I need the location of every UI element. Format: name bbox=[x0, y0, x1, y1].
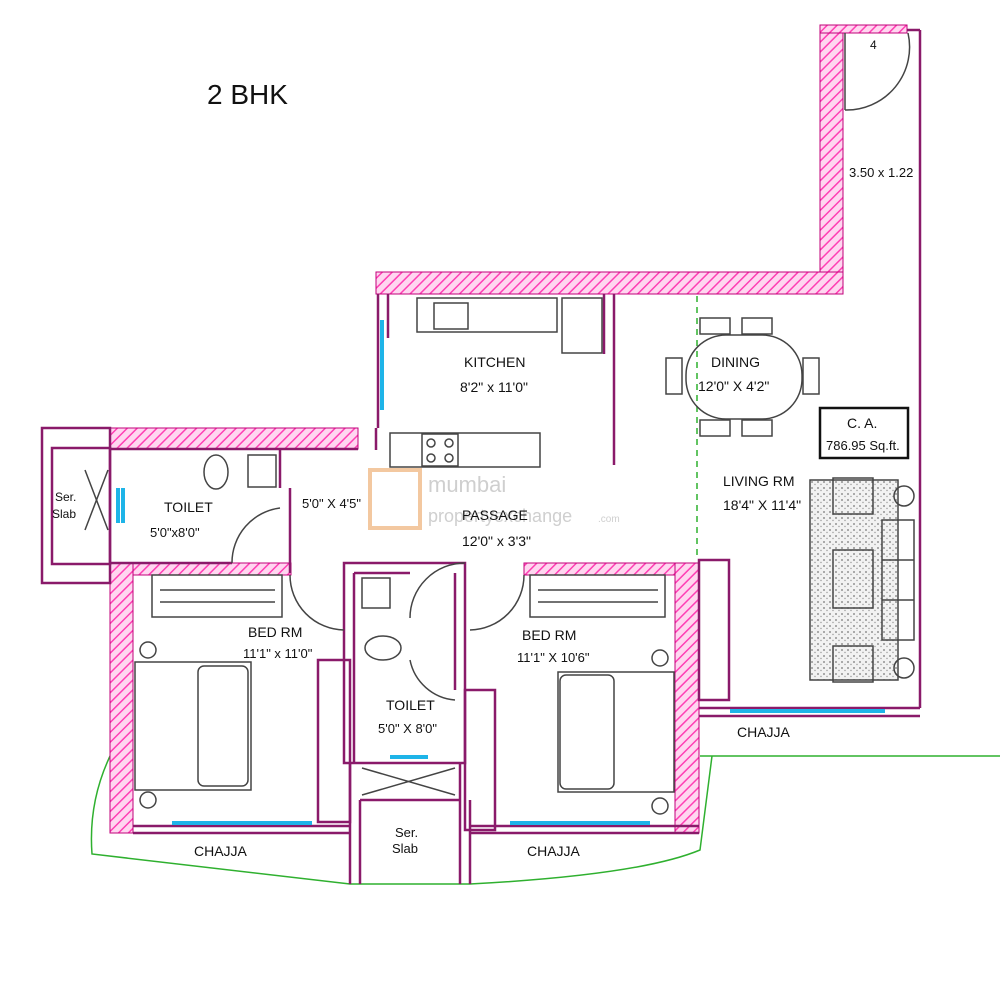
doors bbox=[231, 32, 911, 701]
furniture bbox=[84, 297, 915, 815]
carpet-area-label: C. A. bbox=[847, 415, 877, 431]
carpet-area-box bbox=[818, 406, 910, 460]
toilet-left-ext-size: 5'0" X 4'5" bbox=[302, 496, 361, 511]
bed-right-name: BED RM bbox=[522, 627, 576, 643]
chajja-left: CHAJJA bbox=[194, 843, 248, 859]
bed-right-size: 11'1" X 10'6" bbox=[517, 650, 590, 665]
plan-title: 2 BHK bbox=[207, 79, 288, 110]
carpet-area-value: 786.95 Sq.ft. bbox=[826, 438, 900, 453]
chajja-outlines bbox=[90, 751, 1000, 885]
passage-name: PASSAGE bbox=[462, 507, 528, 523]
walls-outline bbox=[40, 28, 922, 884]
room-labels: 4 3.50 x 1.22 KITCHEN 8'2" x 11'0" DININ… bbox=[52, 38, 913, 859]
ser-slab-mid-line1: Ser. bbox=[395, 825, 418, 840]
watermark-suffix: .com bbox=[598, 514, 620, 525]
chajja-mid: CHAJJA bbox=[527, 843, 581, 859]
dining-name: DINING bbox=[711, 354, 760, 370]
toilet-left-size: 5'0"x8'0" bbox=[150, 525, 200, 540]
living-size: 18'4" X 11'4" bbox=[723, 497, 801, 513]
watermark: mumbai propertyexchange .com bbox=[368, 468, 620, 530]
kitchen-name: KITCHEN bbox=[464, 354, 525, 370]
ser-slab-mid-line2: Slab bbox=[392, 841, 418, 856]
watermark-line1: mumbai bbox=[428, 472, 506, 497]
toilet-left-name: TOILET bbox=[164, 499, 213, 515]
bed-left-size: 11'1" x 11'0" bbox=[243, 646, 313, 661]
passage-size: 12'0" x 3'3" bbox=[462, 533, 531, 549]
balcony-size: 3.50 x 1.22 bbox=[849, 165, 913, 180]
hatched-walls bbox=[109, 24, 908, 834]
bed-left-name: BED RM bbox=[248, 624, 302, 640]
ser-slab-left-line2: Slab bbox=[52, 507, 76, 521]
toilet-mid-name: TOILET bbox=[386, 697, 435, 713]
chajja-right: CHAJJA bbox=[737, 724, 791, 740]
dining-size: 12'0" X 4'2" bbox=[698, 378, 769, 394]
balcony-number: 4 bbox=[870, 38, 877, 52]
windows bbox=[116, 320, 885, 825]
living-name: LIVING RM bbox=[723, 473, 795, 489]
toilet-mid-size: 5'0" X 8'0" bbox=[378, 721, 437, 736]
watermark-line2: propertyexchange bbox=[428, 506, 572, 526]
kitchen-size: 8'2" x 11'0" bbox=[460, 379, 528, 395]
ser-slab-left-line1: Ser. bbox=[55, 490, 76, 504]
